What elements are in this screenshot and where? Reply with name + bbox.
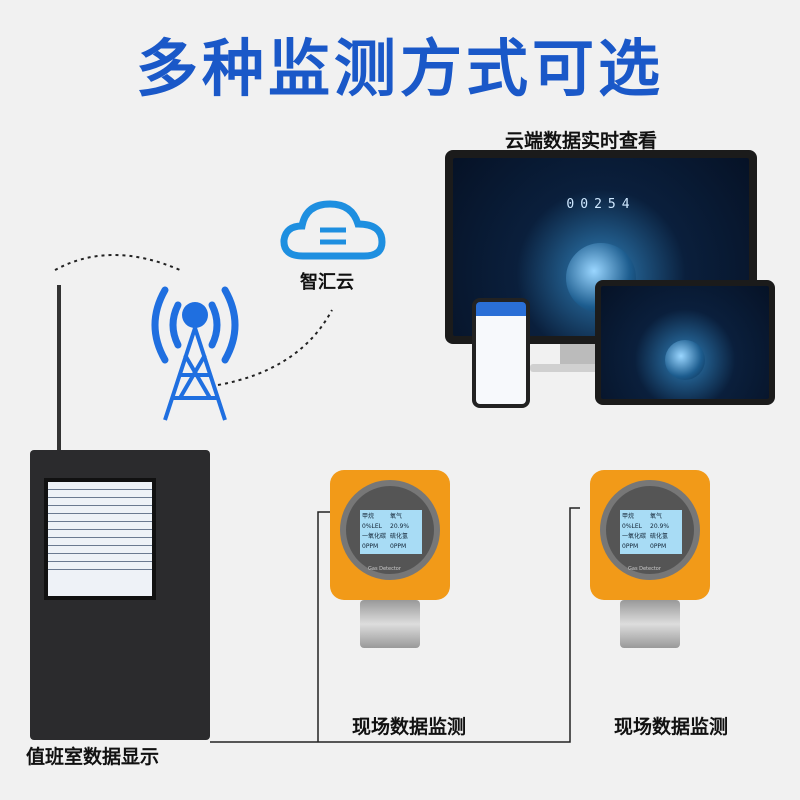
cloud-icon — [280, 200, 386, 260]
signal-tower-icon — [151, 286, 239, 421]
field-caption-1: 现场数据监测 — [352, 716, 467, 738]
antenna — [57, 285, 61, 453]
field-caption-2: 现场数据监测 — [614, 716, 729, 738]
duty-room-caption: 值班室数据显示 — [26, 746, 160, 768]
tablet — [595, 280, 775, 405]
signal-arrows — [54, 254, 333, 386]
page-title: 多种监测方式可选 — [135, 32, 664, 105]
dashboard-counter: 00254 — [566, 197, 636, 213]
cloud-name: 智汇云 — [300, 272, 354, 293]
control-panel — [30, 450, 210, 740]
phone — [472, 298, 530, 408]
cloud-caption: 云端数据实时查看 — [505, 130, 658, 152]
panel-display — [44, 478, 156, 600]
